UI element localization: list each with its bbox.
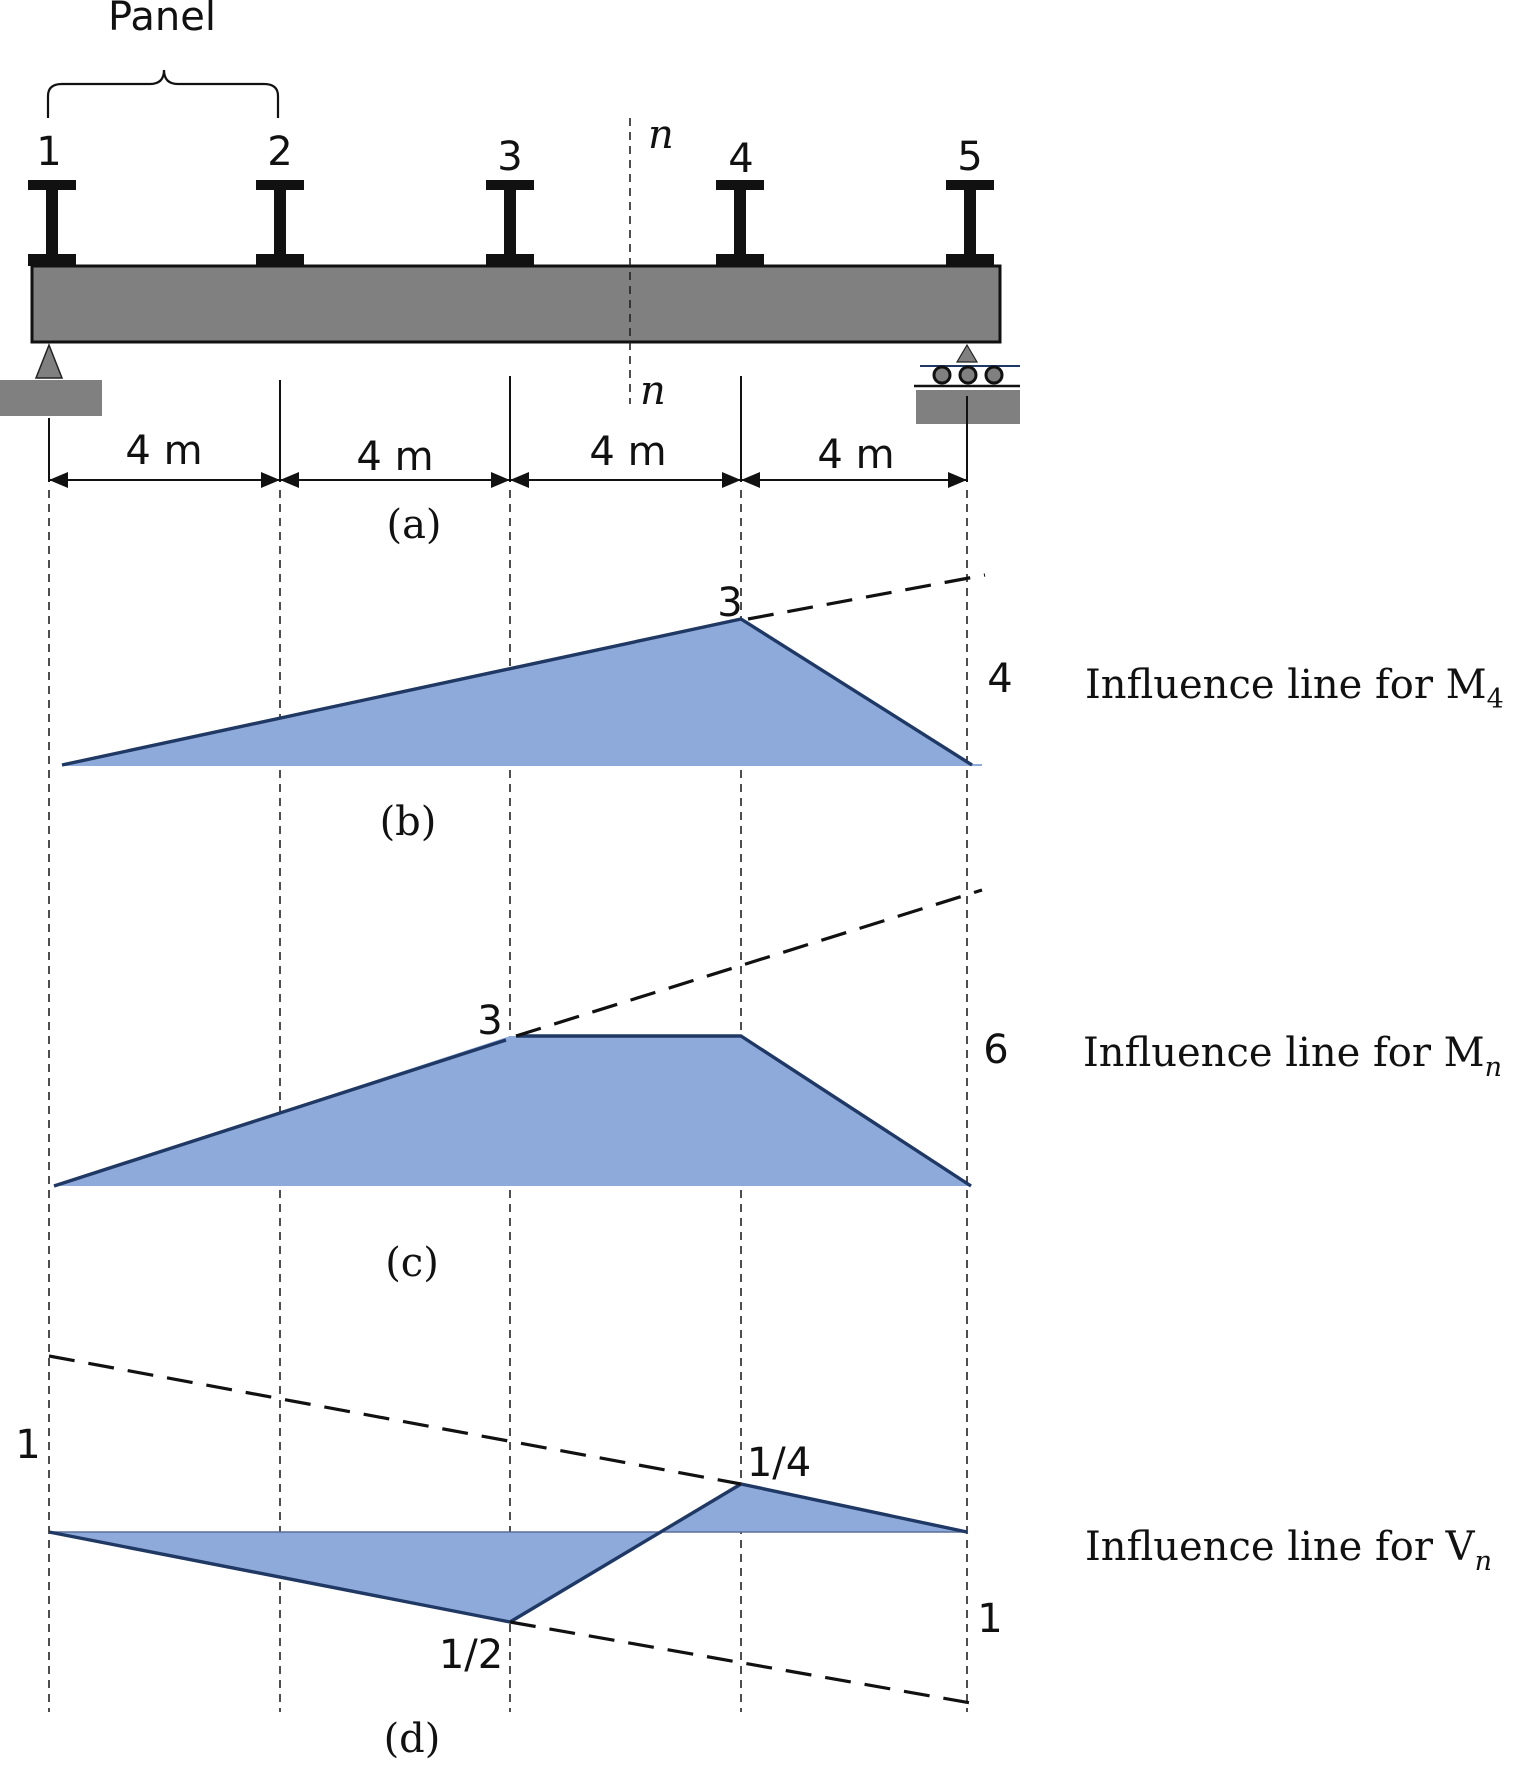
span-label-3: 4 m [589,429,666,475]
vn-positive-area [664,1484,967,1532]
vn-upper-extension [48,1354,742,1486]
vn-pos-label: 1/4 [747,1440,811,1486]
stringer-3 [486,180,534,266]
mn-peak-label: 3 [477,998,502,1044]
vn-neg-label: 1/2 [439,1632,503,1678]
mn-extension [515,888,983,1038]
stringer-1 [28,180,76,266]
m4-outline [61,617,973,767]
influence-line-mn: 3 6 Influence line for Mn (c) [53,888,1502,1286]
panel-label: Panel [108,0,216,40]
pin-support [0,342,102,416]
mn-area [54,1036,971,1186]
m4-peak-label: 3 [717,580,742,626]
girder [30,264,1002,344]
m4-title: Influence line for M4 [1085,662,1504,715]
section-label-bottom: n [640,368,666,414]
stringers [28,180,994,266]
stringer-2 [256,180,304,266]
stringer-4 [716,180,764,266]
vn-lower-extension [509,1620,983,1707]
vn-right-label: 1 [977,1596,1002,1642]
node-label-1: 1 [36,129,61,175]
span-label-1: 4 m [125,428,202,474]
mn-height-label: 6 [983,1027,1008,1073]
m4-height-label: 4 [987,656,1012,702]
node-label-4: 4 [728,136,753,182]
mn-outline [53,1038,507,1188]
part-label-c: (c) [385,1240,439,1286]
part-label-a: (a) [386,502,441,548]
part-label-d: (d) [384,1716,441,1762]
vn-negative-area [49,1532,664,1622]
m4-extension [747,573,986,621]
node-label-2: 2 [267,129,292,175]
section-label-top: n [648,112,674,158]
dimension-lines [48,376,968,488]
influence-line-m4: 3 4 Influence line for M4 (b) [61,573,1504,845]
node-label-3: 3 [497,134,522,180]
span-label-4: 4 m [817,432,894,478]
vn-left-label: 1 [15,1422,40,1468]
structure: Panel 1 2 3 4 5 n n [0,0,1020,548]
mn-title: Influence line for Mn [1083,1030,1502,1083]
node-label-5: 5 [957,134,982,180]
panel-brace [46,69,280,118]
span-label-2: 4 m [356,434,433,480]
influence-line-vn: 1 1/4 1/2 1 Influence line for Vn (d) [15,1354,1492,1762]
vn-title: Influence line for Vn [1085,1524,1492,1577]
m4-area [62,619,972,765]
part-label-b: (b) [380,799,437,845]
stringer-5 [946,180,994,266]
vn-outline [48,1482,968,1624]
